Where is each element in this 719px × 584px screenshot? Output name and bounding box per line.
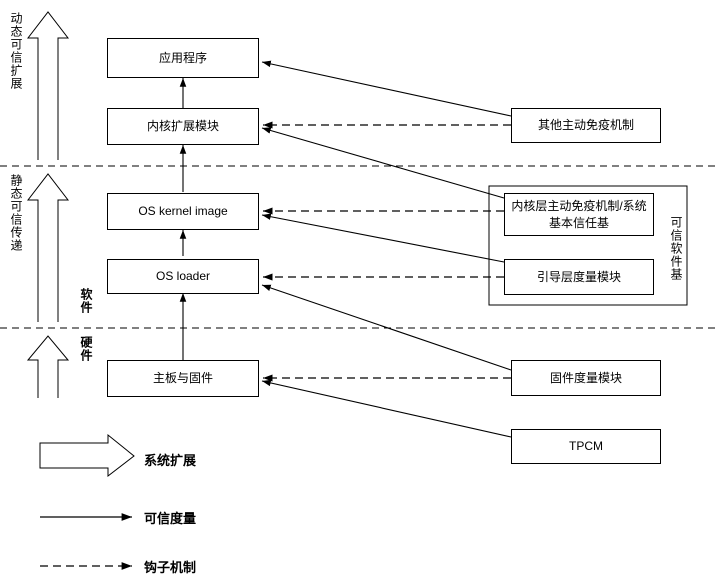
box-board-and-firmware[interactable]: 主板与固件 <box>107 360 259 397</box>
box-kernel-extension-module[interactable]: 内核扩展模块 <box>107 108 259 145</box>
box-application[interactable]: 应用程序 <box>107 38 259 78</box>
box-firmware-measurement-module[interactable]: 固件度量模块 <box>511 360 661 396</box>
box-os-loader[interactable]: OS loader <box>107 259 259 294</box>
arrow-tpcm-to-board <box>261 379 512 438</box>
arrow-bootmeasure-to-kernelimg <box>261 213 505 263</box>
layer-label-hardware: 硬件 <box>79 336 93 362</box>
box-other-active-immune-mechanism[interactable]: 其他主动免疫机制 <box>511 108 661 143</box>
arrow-kernelimmune-to-kernelext <box>261 127 505 199</box>
arrow-firmwaremeasure-to-loader <box>261 284 512 371</box>
legend-label-trusted-measurement: 可信度量 <box>144 511 197 526</box>
axis-label-dynamic-trusted-extension: 动态可信扩展 <box>9 12 23 90</box>
box-kernel-active-immune-mechanism[interactable]: 内核层主动免疫机制/系统基本信任基 <box>504 193 654 236</box>
arrow-otherimmune-to-app <box>261 60 512 117</box>
box-os-kernel-image[interactable]: OS kernel image <box>107 193 259 230</box>
block-arrow-static <box>26 173 70 322</box>
box-tpcm[interactable]: TPCM <box>511 429 661 464</box>
group-label-trusted-software-base: 可信软件基 <box>669 216 683 281</box>
axis-label-static-trusted-transfer: 静态可信传递 <box>9 174 23 252</box>
legend-label-system-extension: 系统扩展 <box>144 453 197 468</box>
legend-block-arrow-icon <box>39 433 135 478</box>
block-arrow-hardware <box>26 335 70 398</box>
layer-label-software: 软件 <box>79 288 93 314</box>
legend-label-hook-mechanism: 钩子机制 <box>144 560 197 575</box>
box-boot-layer-measurement-module[interactable]: 引导层度量模块 <box>504 259 654 295</box>
block-arrow-dynamic <box>26 11 70 160</box>
